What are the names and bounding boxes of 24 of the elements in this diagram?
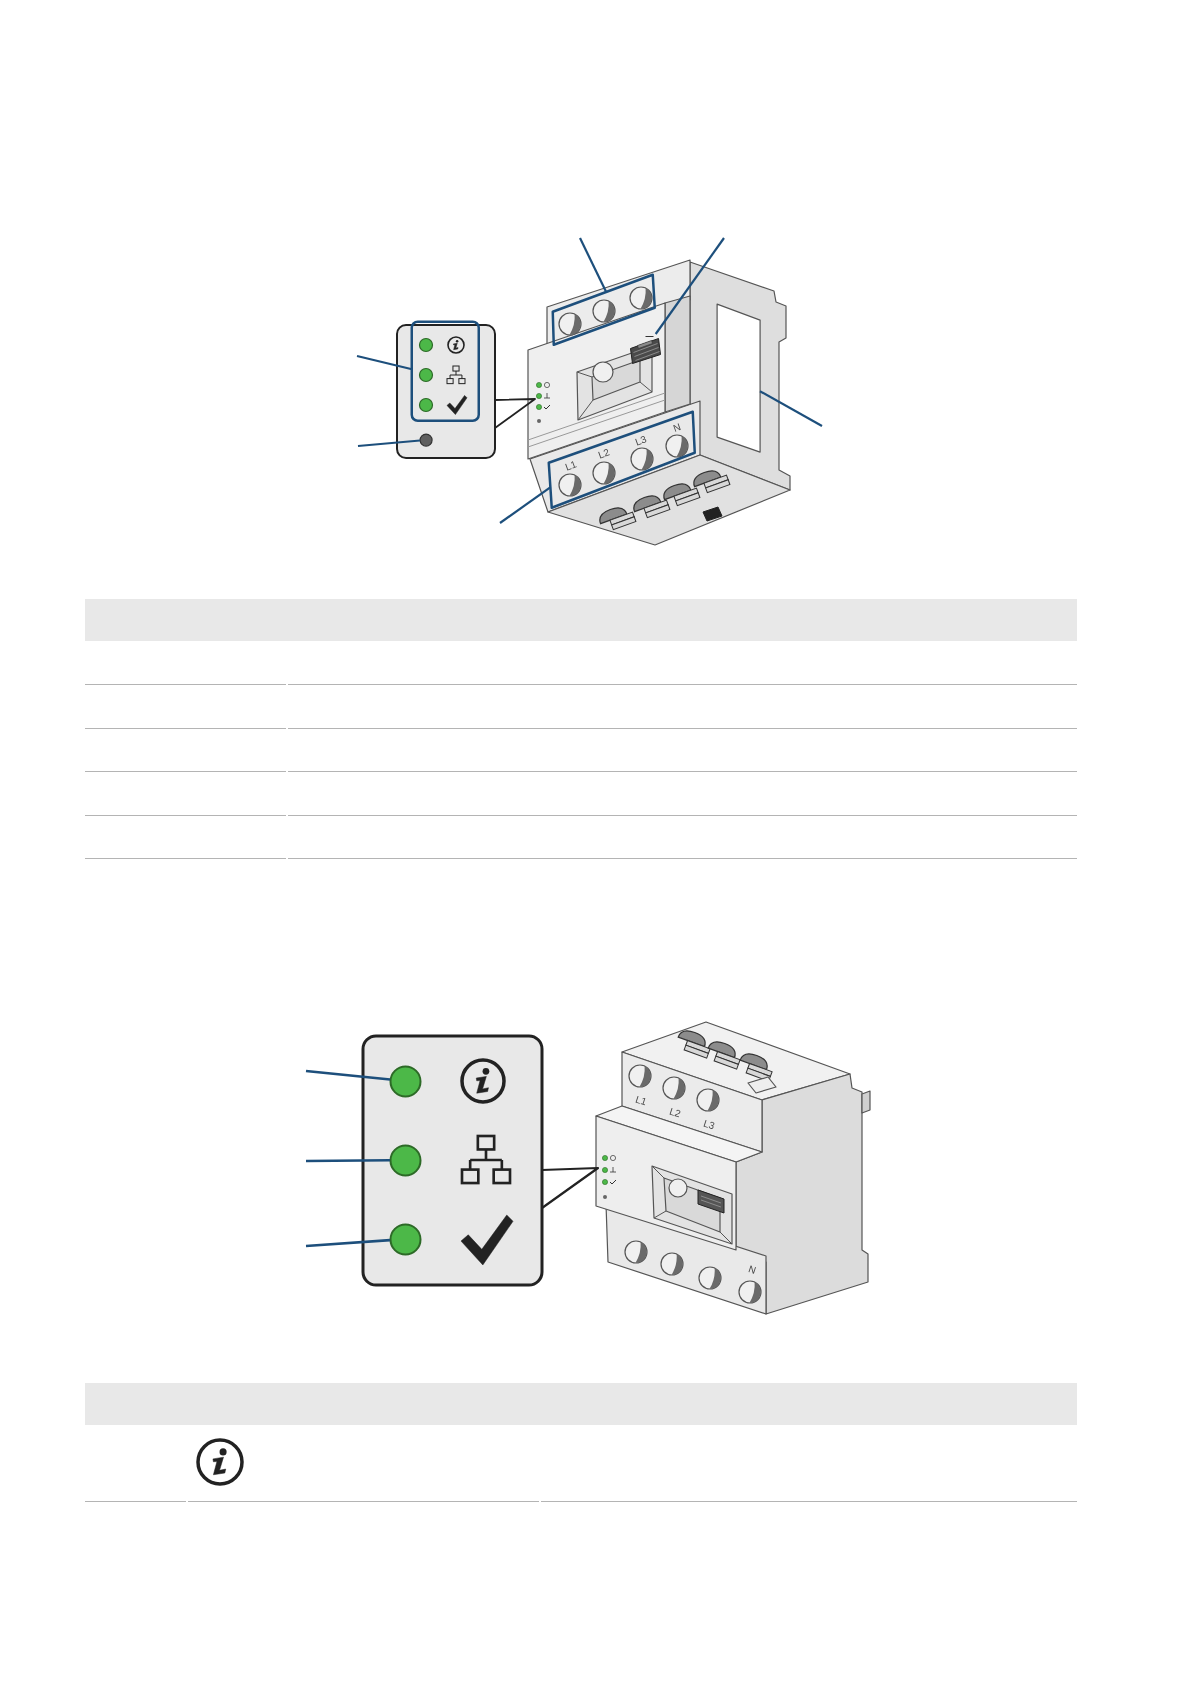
- indicator-dot: [418, 432, 434, 448]
- leader-line: [654, 237, 725, 335]
- terminal-group-outline: [547, 410, 697, 510]
- terminal-group-outline: [551, 273, 657, 347]
- terminal-label: N: [671, 422, 683, 434]
- leader-line: [306, 1158, 390, 1163]
- leader-line: [305, 1069, 391, 1081]
- terminal-label: L2: [668, 1106, 682, 1120]
- led-group-outline: [410, 320, 481, 423]
- leader-line: [305, 1238, 391, 1248]
- led-indicator: [388, 1064, 422, 1098]
- leader-line: [579, 237, 608, 293]
- terminal-label: N: [747, 1264, 757, 1276]
- terminal-label: L3: [634, 434, 648, 448]
- terminal-label: L2: [597, 447, 611, 461]
- leader-line: [499, 486, 552, 524]
- terminal-label: L3: [702, 1118, 716, 1132]
- led-indicator: [388, 1143, 422, 1177]
- leader-line: [759, 390, 823, 427]
- ethernet-port: [627, 333, 663, 365]
- terminal-label: L1: [634, 1094, 648, 1108]
- led-indicator: [388, 1222, 422, 1256]
- terminal-label: L1: [564, 459, 578, 473]
- leader-line: [356, 354, 413, 371]
